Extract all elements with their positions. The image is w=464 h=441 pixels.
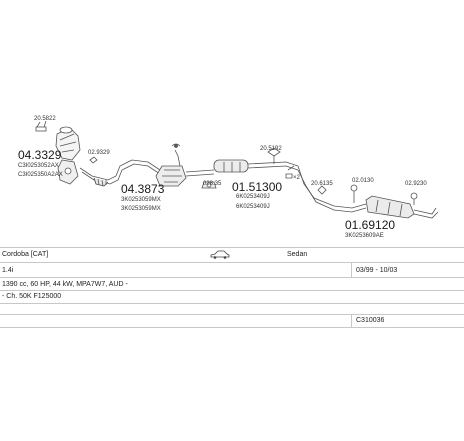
part-code-label: 02.0130 <box>352 178 374 184</box>
table-divider <box>0 262 464 263</box>
middle-hanger <box>267 147 281 164</box>
rear-silencer <box>365 195 439 219</box>
clamp-small <box>89 156 98 164</box>
rear-hanger-1 <box>317 185 327 195</box>
clamp-quantity-label: ×2 <box>293 175 300 181</box>
oe-number-label: C3I0253052AX <box>18 163 59 169</box>
table-column-divider <box>351 315 352 327</box>
engine-label: 1.4i <box>2 267 14 274</box>
middle-pipe <box>185 159 299 177</box>
oe-number-label: 3K0253609AE <box>345 233 384 239</box>
part-number-label: 01.69120 <box>345 218 396 232</box>
flex-pipe-section <box>79 159 173 187</box>
oe-number-label: 6K0253409J <box>236 194 270 200</box>
catalytic-converter-front <box>57 159 79 185</box>
exhaust-manifold <box>55 126 81 161</box>
model-label: Cordoba [CAT] <box>2 251 49 258</box>
table-divider <box>0 247 464 248</box>
table-divider <box>0 327 464 328</box>
years-label: 03/99 - 10/03 <box>356 267 398 274</box>
front-hanger <box>201 181 217 189</box>
oe-number-label: 3K0253059MX <box>121 206 161 212</box>
table-column-divider <box>351 263 352 277</box>
table-divider <box>0 303 464 304</box>
rear-hanger-3 <box>410 192 418 205</box>
part-code-label: 20.5192 <box>260 146 282 152</box>
oe-number-label: 3K0253059MX <box>121 197 161 203</box>
reference-code-label: C310036 <box>356 317 385 324</box>
part-number-label: 04.3873 <box>121 182 165 196</box>
clamp-x2 <box>285 165 295 179</box>
exhaust-system-diagram <box>35 120 439 219</box>
part-code-label: 20.5822 <box>34 116 56 122</box>
part-number-label: 04.3329 <box>18 148 62 162</box>
part-code-label: 028.35 <box>203 181 222 187</box>
rear-hanger-2 <box>350 184 358 203</box>
catalytic-converter-main <box>155 165 187 187</box>
table-divider <box>0 290 464 291</box>
oe-number-label: C3I025350A2AX <box>18 172 63 178</box>
front-gasket-small <box>35 120 47 132</box>
part-code-label: 02.9329 <box>88 150 110 156</box>
table-divider <box>0 314 464 315</box>
lambda-sensor <box>171 143 181 167</box>
table-divider <box>0 277 464 278</box>
oe-number-label: 6K0253409J <box>236 204 270 210</box>
chassis-label: - Ch. 50K F125000 <box>2 293 62 300</box>
part-code-label: 02.9230 <box>405 181 427 187</box>
engine-spec-label: 1390 cc, 60 HP, 44 kW, MPA7W7, AUD - <box>2 281 128 288</box>
part-number-label: 01.51300 <box>232 180 283 194</box>
car-icon <box>210 250 230 261</box>
part-code-label: 20.6135 <box>311 181 333 187</box>
body-type-label: Sedan <box>287 251 308 258</box>
rear-pipe <box>297 165 367 213</box>
